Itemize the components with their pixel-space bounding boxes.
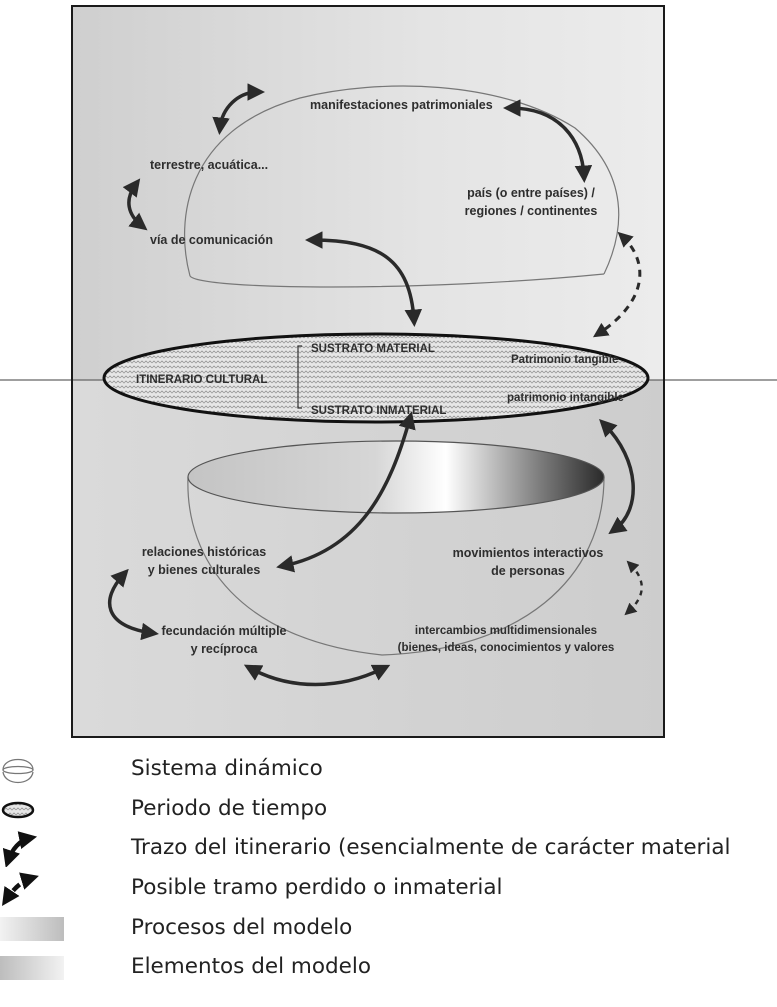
legend-label: Procesos del modelo	[131, 915, 353, 940]
label-manifestaciones: manifestaciones patrimoniales	[310, 98, 493, 112]
label-intercambios-line2: (bienes, ideas, conocimientos y valores	[398, 642, 615, 654]
label-relaciones-line1: relaciones históricas	[142, 545, 266, 559]
label-fecundacion-line2: y recíproca	[191, 642, 259, 656]
label-fecundacion-line1: fecundación múltiple	[161, 624, 286, 638]
cultural-itinerary-diagram: manifestaciones patrimoniales terrestre,…	[0, 5, 777, 738]
lower-bowl	[187, 476, 605, 656]
label-patrimonio-tangible: Patrimonio tangible	[511, 354, 618, 366]
legend-label: Trazo del itinerario (esencialmente de c…	[131, 835, 731, 860]
arrow-fecundacion-intercambios	[243, 664, 391, 687]
legend-item-solid-arrow: Trazo del itinerario (esencialmente de c…	[0, 831, 777, 867]
legend-item-time-period: Periodo de tiempo	[0, 792, 777, 828]
arrow-manifestaciones-terrestre	[212, 83, 265, 135]
label-pais-line1: país (o entre países) /	[467, 186, 595, 200]
bowl-rim	[187, 440, 605, 514]
label-intercambios-line1: intercambios multidimensionales	[415, 625, 597, 637]
time-period-icon	[1, 801, 35, 819]
process-gradient-icon	[0, 917, 64, 941]
arrow-relaciones-fecundacion	[107, 568, 159, 641]
legend-label: Posible tramo perdido o inmaterial	[131, 875, 503, 900]
legend-item-processes: Procesos del modelo	[0, 911, 777, 947]
label-terrestre: terrestre, acuática...	[150, 158, 268, 172]
legend-label: Elementos del modelo	[131, 954, 371, 979]
arrow-ellipse-movimientos	[599, 419, 635, 535]
legend-item-dashed-arrow: Posible tramo perdido o inmaterial	[0, 871, 777, 907]
legend-label: Periodo de tiempo	[131, 796, 328, 821]
upper-dome	[184, 85, 620, 277]
ellipse-bracket	[297, 345, 302, 409]
label-via: vía de comunicación	[150, 233, 273, 247]
label-sustrato-inmaterial: SUSTRATO INMATERIAL	[311, 405, 446, 417]
element-gradient-icon	[0, 956, 64, 980]
legend-item-dynamic-system: Sistema dinámico	[0, 752, 777, 788]
label-itinerario: ITINERARIO CULTURAL	[136, 374, 267, 386]
legend-item-elements: Elementos del modelo	[0, 950, 777, 986]
label-movimientos-line2: de personas	[491, 564, 565, 578]
label-sustrato-material: SUSTRATO MATERIAL	[311, 343, 435, 355]
arrow-manifestaciones-pais	[503, 99, 593, 183]
solid-double-arrow-icon	[2, 831, 38, 867]
arrow-terrestre-via	[122, 178, 148, 231]
dynamic-system-icon	[2, 758, 34, 784]
label-movimientos-line1: movimientos interactivos	[453, 546, 604, 560]
dashed-arrow-movimientos-intercambios	[624, 560, 643, 616]
legend-label: Sistema dinámico	[131, 756, 323, 781]
arrow-via-ellipse	[305, 231, 423, 327]
arrow-ellipse-relaciones	[276, 411, 416, 573]
label-pais-line2: regiones / continentes	[465, 204, 598, 218]
dashed-double-arrow-icon	[2, 872, 39, 906]
label-patrimonio-intangible: patrimonio intangible	[507, 392, 624, 404]
diagram-frame	[71, 5, 665, 738]
label-relaciones-line2: y bienes culturales	[148, 563, 261, 577]
